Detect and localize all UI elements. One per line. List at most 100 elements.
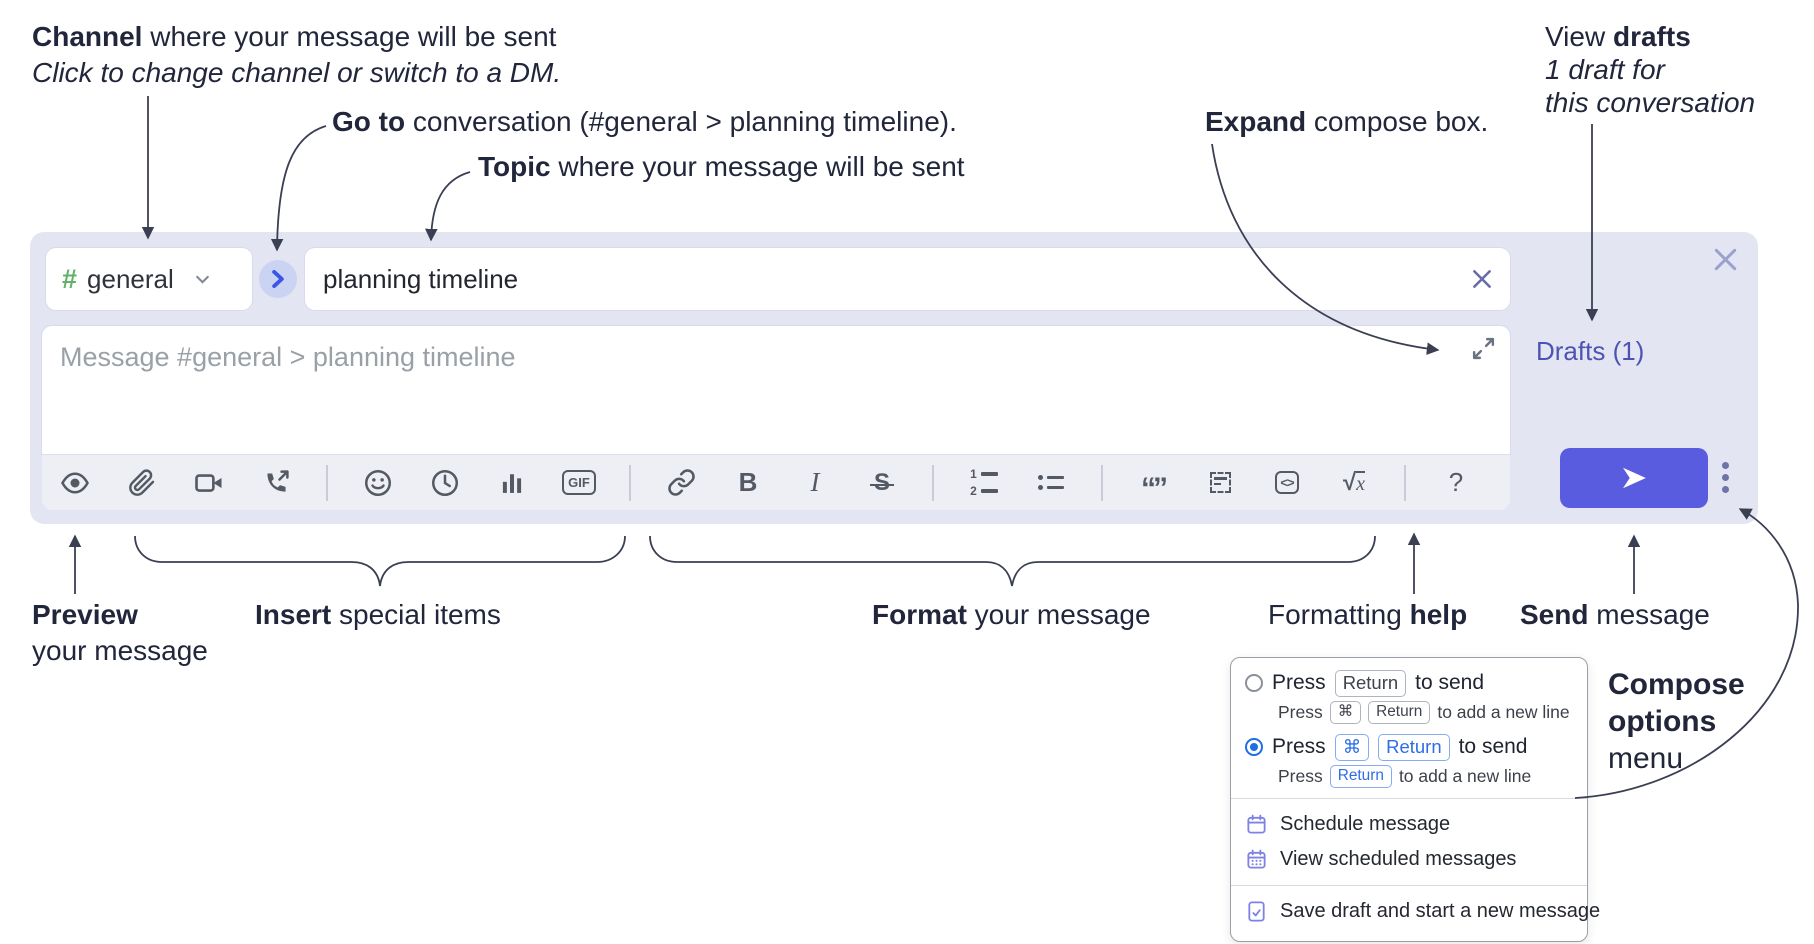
radio-unselected-icon[interactable] bbox=[1245, 674, 1263, 693]
send-button[interactable] bbox=[1560, 448, 1708, 508]
formatting-help-pre: Formatting bbox=[1268, 599, 1410, 630]
goto-conversation-button[interactable] bbox=[259, 260, 297, 298]
poll-chart-icon[interactable] bbox=[495, 466, 529, 500]
send-annotation: Send message bbox=[1520, 598, 1710, 632]
compose-options-annotation: Compose options menu bbox=[1608, 666, 1745, 777]
drafts-link[interactable]: Drafts (1) bbox=[1536, 336, 1645, 366]
option-press-return-sub: Press ⌘ Return to add a new line bbox=[1278, 700, 1573, 724]
message-area bbox=[42, 326, 1510, 454]
view-drafts-pre: View bbox=[1545, 21, 1613, 52]
menu-item-label: Save draft and start a new message bbox=[1280, 899, 1601, 922]
close-compose-icon[interactable] bbox=[1712, 246, 1739, 273]
radio-selected-icon[interactable] bbox=[1245, 738, 1263, 757]
emoji-icon[interactable] bbox=[361, 466, 395, 500]
menu-item-view-scheduled[interactable]: View scheduled messages bbox=[1245, 842, 1573, 877]
toolbar-divider bbox=[1101, 464, 1103, 501]
channel-hash-icon: # bbox=[62, 263, 78, 294]
gif-icon[interactable]: GIF bbox=[562, 466, 596, 500]
expand-annotation: Expand compose box. bbox=[1205, 105, 1488, 139]
draft-doc-icon bbox=[1248, 900, 1265, 922]
kbd-return: Return bbox=[1329, 764, 1392, 788]
topic-annotation: Topic where your message will be sent bbox=[478, 150, 965, 184]
topic-annotation-rest: where your message will be sent bbox=[550, 151, 965, 182]
send-annotation-bold: Send bbox=[1520, 599, 1589, 630]
bold-icon[interactable]: B bbox=[738, 467, 758, 497]
format-annotation-bold: Format bbox=[872, 599, 967, 630]
channel-name: general bbox=[87, 263, 174, 294]
math-icon[interactable]: √x bbox=[1337, 466, 1371, 500]
toolbar-divider bbox=[932, 464, 934, 501]
expand-compose-icon[interactable] bbox=[1471, 336, 1496, 361]
menu-item-schedule-message[interactable]: Schedule message bbox=[1245, 807, 1573, 842]
kbd-return: Return bbox=[1378, 733, 1450, 761]
option-press-cmd-return[interactable]: Press ⌘ Return to send bbox=[1245, 733, 1573, 761]
code-icon[interactable]: <> bbox=[1270, 466, 1304, 500]
formatting-help-icon[interactable]: ? bbox=[1448, 467, 1464, 497]
toolbar-divider bbox=[1404, 464, 1406, 501]
menu-item-save-draft[interactable]: Save draft and start a new message bbox=[1245, 894, 1600, 929]
compose-options-rest: menu bbox=[1608, 742, 1684, 775]
opt2-sub-t2: to add a new line bbox=[1398, 765, 1532, 786]
spoiler-icon[interactable] bbox=[1203, 466, 1237, 500]
preview-eye-icon[interactable] bbox=[58, 466, 92, 500]
insert-annotation-rest: special items bbox=[331, 599, 501, 630]
formatting-help-bold: help bbox=[1409, 599, 1468, 630]
send-icon bbox=[1623, 467, 1646, 489]
bulleted-list-icon[interactable] bbox=[1034, 466, 1068, 500]
voice-call-icon[interactable] bbox=[259, 466, 293, 500]
calendar-icon bbox=[1247, 814, 1266, 834]
video-call-icon[interactable] bbox=[192, 466, 226, 500]
attach-file-icon[interactable] bbox=[125, 466, 159, 500]
compose-options-bold2: options bbox=[1608, 705, 1717, 738]
menu-item-label: Schedule message bbox=[1280, 812, 1451, 835]
goto-annotation-rest: conversation (#general > planning timeli… bbox=[405, 106, 957, 137]
opt1-t1: Press bbox=[1272, 671, 1326, 695]
preview-annotation-bold: Preview bbox=[32, 599, 138, 630]
goto-annotation-bold: Go to bbox=[332, 106, 406, 137]
formatting-help-annotation: Formatting help bbox=[1268, 598, 1467, 632]
topic-annotation-bold: Topic bbox=[478, 151, 551, 182]
send-annotation-rest: message bbox=[1588, 599, 1710, 630]
insert-annotation-bold: Insert bbox=[255, 599, 332, 630]
insert-annotation: Insert special items bbox=[255, 598, 501, 632]
toolbar-divider bbox=[326, 464, 328, 501]
menu-item-label: View scheduled messages bbox=[1280, 847, 1517, 870]
kbd-return: Return bbox=[1334, 670, 1407, 697]
opt2-t2: to send bbox=[1458, 735, 1528, 759]
channel-selector[interactable]: # general bbox=[46, 248, 252, 310]
kbd-cmd: ⌘ bbox=[1329, 700, 1362, 724]
sqrt-x: x bbox=[1356, 470, 1366, 495]
expand-annotation-rest: compose box. bbox=[1306, 106, 1489, 137]
ol-2: 2 bbox=[970, 484, 977, 498]
code-glyph: <> bbox=[1275, 471, 1299, 494]
opt2-t1: Press bbox=[1272, 735, 1326, 759]
goto-annotation: Go to conversation (#general > planning … bbox=[332, 105, 957, 139]
kbd-cmd: ⌘ bbox=[1334, 733, 1370, 761]
italic-icon[interactable]: I bbox=[810, 467, 820, 497]
opt1-t2: to send bbox=[1415, 671, 1485, 695]
kbd-return: Return bbox=[1368, 700, 1431, 724]
option-press-cmd-return-sub: Press Return to add a new line bbox=[1278, 764, 1573, 788]
chevron-down-icon bbox=[195, 275, 209, 284]
topic-input[interactable] bbox=[305, 248, 1510, 310]
clear-topic-icon[interactable] bbox=[1470, 267, 1494, 291]
message-input[interactable] bbox=[42, 326, 1510, 454]
link-icon[interactable] bbox=[664, 466, 698, 500]
menu-divider bbox=[1231, 797, 1587, 799]
option-press-return[interactable]: Press Return to send bbox=[1245, 670, 1573, 697]
global-time-icon[interactable] bbox=[428, 466, 462, 500]
view-drafts-line2: 1 draft for bbox=[1545, 54, 1665, 85]
channel-annotation-sub: Click to change channel or switch to a D… bbox=[32, 57, 562, 88]
channel-annotation-bold: Channel bbox=[32, 21, 143, 52]
strikethrough-icon[interactable]: S bbox=[865, 466, 899, 500]
compose-options-button[interactable] bbox=[1722, 462, 1729, 493]
channel-annotation: Channel where your message will be sent bbox=[32, 20, 556, 54]
ol-1: 1 bbox=[970, 467, 977, 481]
quote-icon[interactable]: “” bbox=[1136, 466, 1170, 503]
compose-options-bold1: Compose bbox=[1608, 668, 1745, 701]
topic-input-wrap bbox=[305, 248, 1510, 310]
sqrt-glyph: √ bbox=[1342, 468, 1357, 496]
channel-annotation-rest: where your message will be sent bbox=[142, 21, 557, 52]
